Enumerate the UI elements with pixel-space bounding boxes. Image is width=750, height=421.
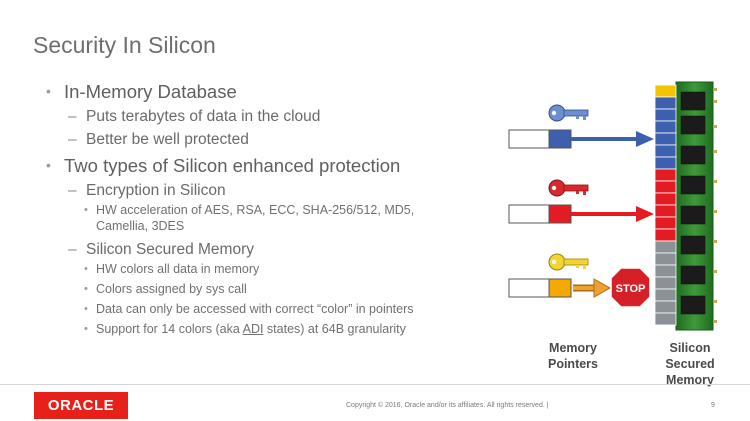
silicon-secured-memory-label: Silicon Secured Memory: [665, 341, 715, 387]
pointer-yellow: [508, 278, 612, 298]
copyright-text: Copyright © 2016, Oracle and/or its affi…: [346, 402, 549, 409]
pointer-blue: [508, 129, 654, 149]
item-14-colors-after: states) at 64B granularity: [263, 321, 406, 336]
memory-module-icon: [675, 81, 717, 331]
item-14-colors: Support for 14 colors (aka ADI states) a…: [46, 322, 516, 338]
slide-title: Security In Silicon: [33, 32, 216, 58]
sub-bullet-terabytes: Puts terabytes of data in the cloud: [46, 106, 486, 128]
memory-cells: [654, 84, 677, 326]
sub-bullet-silicon-secured-memory: Silicon Secured Memory: [46, 239, 486, 261]
bullet-two-types: Two types of Silicon enhanced protection: [46, 154, 486, 177]
oracle-logo: ORACLE: [34, 392, 128, 419]
key-icon: [548, 253, 589, 271]
item-14-colors-before: Support for 14 colors (aka: [96, 321, 243, 336]
item-correct-color: Data can only be accessed with correct “…: [46, 302, 516, 318]
memory-pointers-label: Memory Pointers: [547, 341, 598, 371]
item-hw-acceleration: HW acceleration of AES, RSA, ECC, SHA-25…: [46, 203, 456, 234]
item-hw-colors: HW colors all data in memory: [46, 262, 466, 278]
arrow-icon: [636, 131, 654, 147]
stop-sign-label: STOP: [616, 283, 646, 295]
arrow-icon: [593, 278, 612, 298]
key-icon: [548, 104, 589, 122]
page-number: 9: [711, 402, 715, 409]
arrow-icon: [636, 206, 654, 222]
key-icon: [548, 179, 589, 197]
item-colors-assigned: Colors assigned by sys call: [46, 282, 466, 298]
bullet-in-memory-database: In-Memory Database: [46, 80, 486, 103]
pointer-red: [508, 204, 654, 224]
stop-sign-icon: STOP: [610, 267, 651, 308]
footer-divider: [0, 384, 750, 385]
sub-bullet-encryption: Encryption in Silicon: [46, 180, 486, 202]
cell-yellow: [654, 84, 677, 98]
bullet-list: In-Memory Database Puts terabytes of dat…: [46, 80, 486, 342]
sub-bullet-well-protected: Better be well protected: [46, 129, 486, 151]
adi-link[interactable]: ADI: [242, 321, 264, 336]
